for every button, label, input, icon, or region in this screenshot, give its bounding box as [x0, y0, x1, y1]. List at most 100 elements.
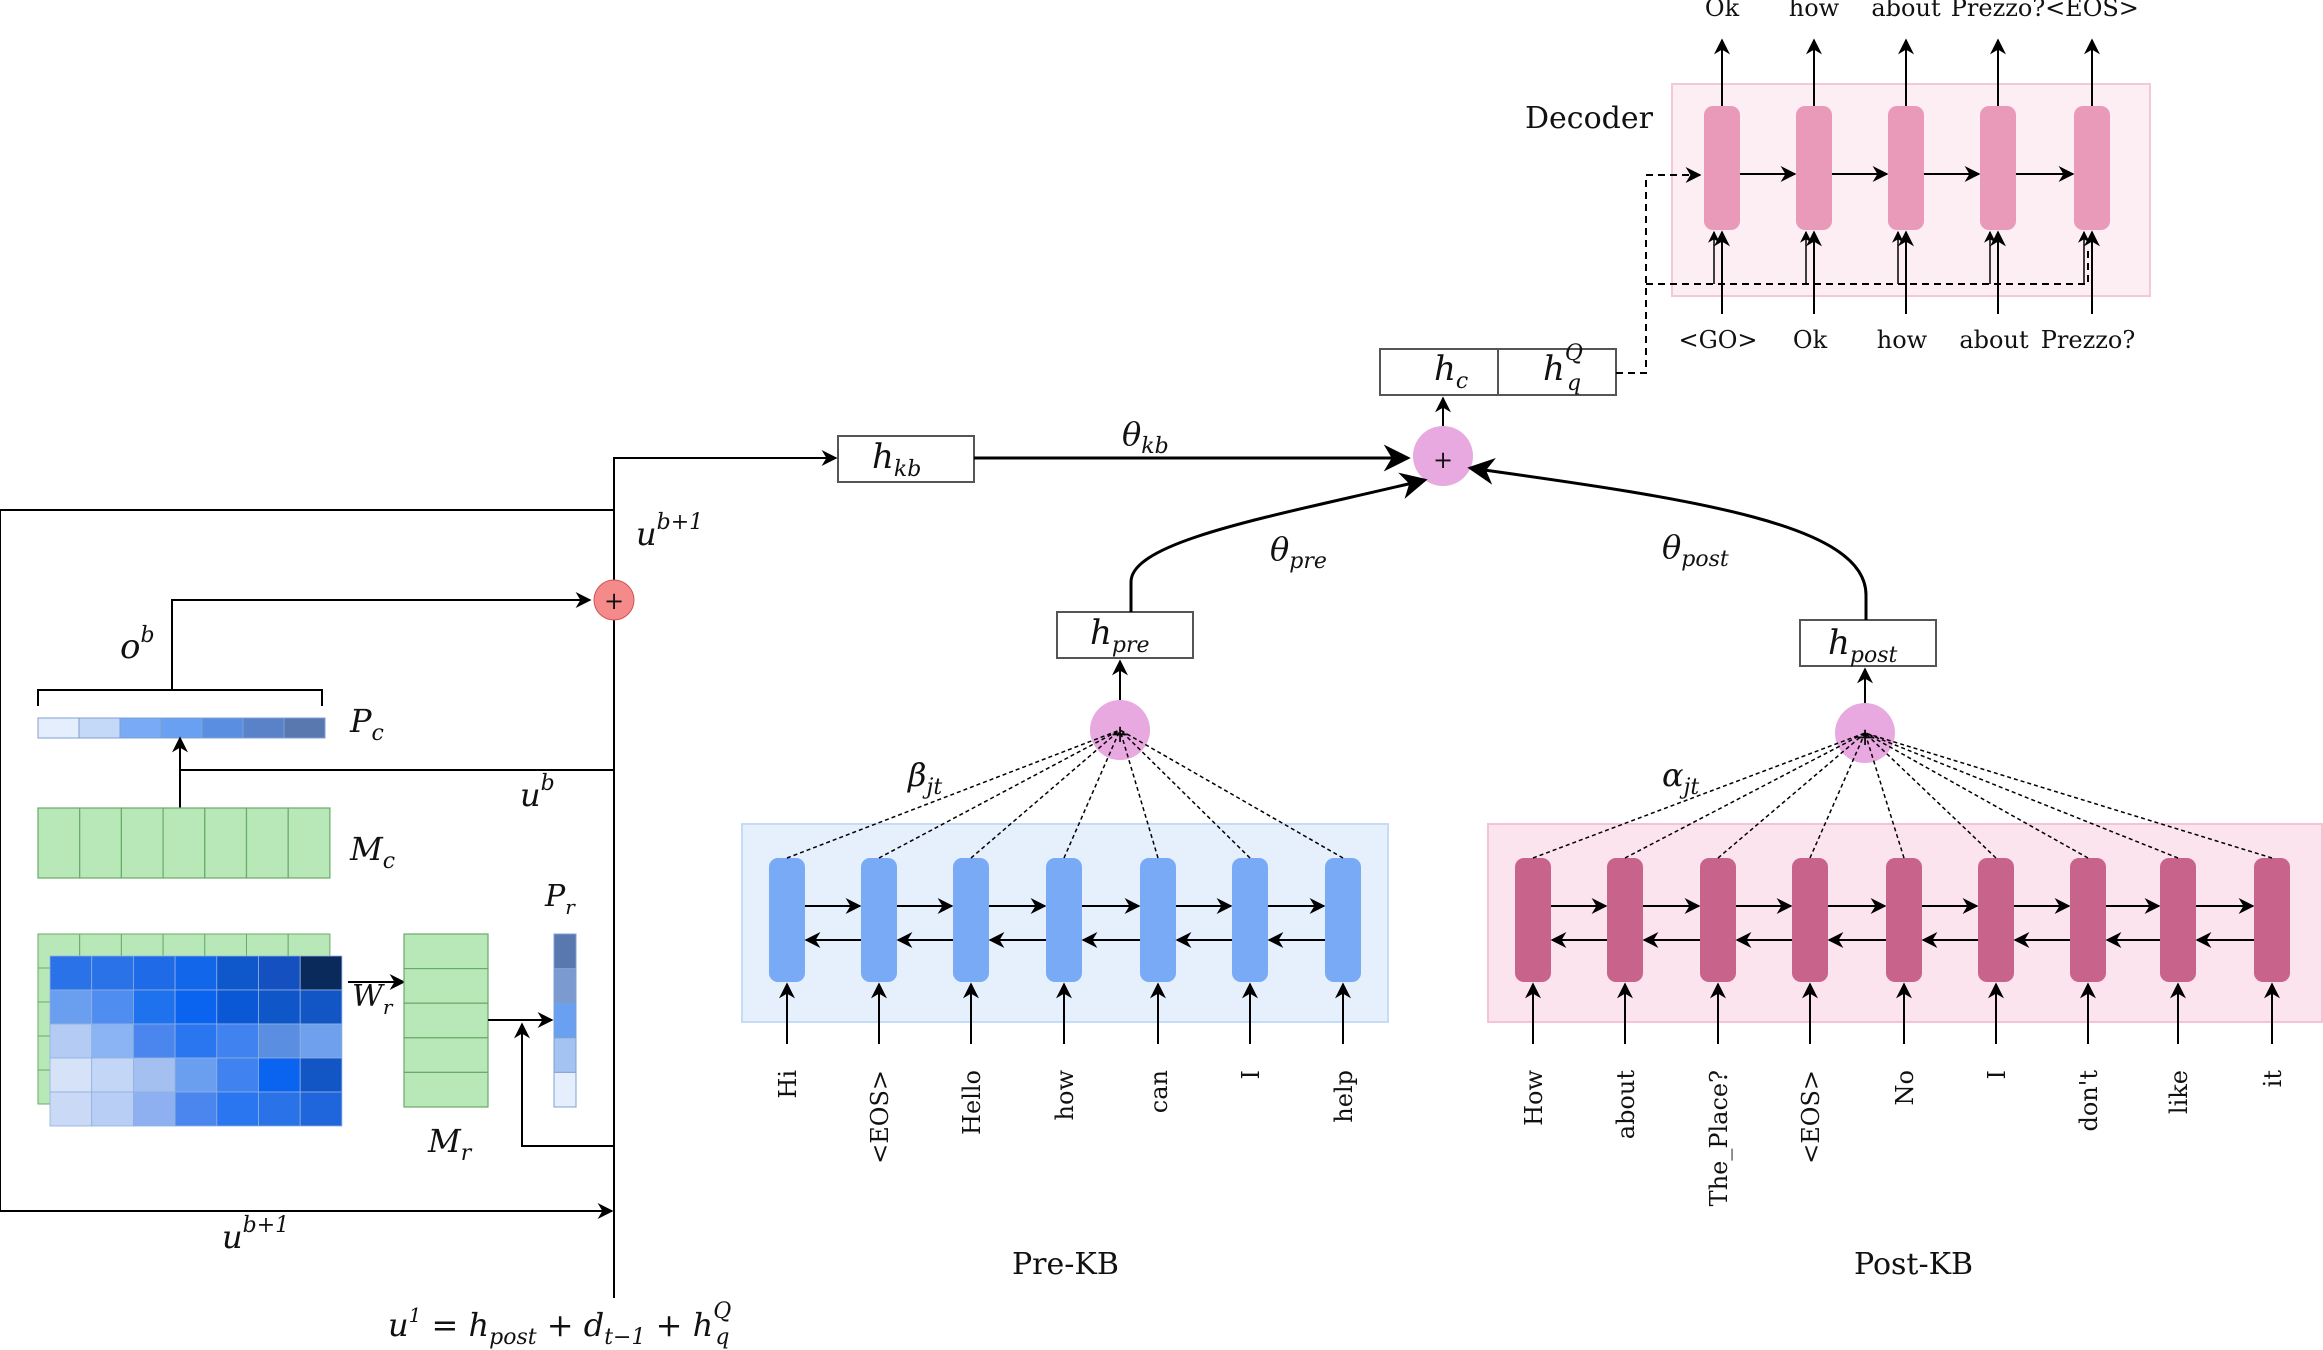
pr-cell	[553, 1037, 577, 1073]
decoder-lstm-cell	[1704, 106, 1740, 230]
pc-cell	[37, 717, 80, 739]
post-kb-attention-line	[1864, 732, 1905, 859]
mr-cell	[403, 1002, 489, 1039]
mc-memory	[37, 807, 331, 879]
heat-cell	[258, 989, 301, 1025]
memory-sum-symbol: +	[604, 587, 624, 615]
pr-vector	[553, 933, 577, 1108]
post-kb-token: I	[1983, 1070, 2011, 1079]
heat-cell	[174, 955, 218, 991]
theta-kb-label: θkb	[1122, 415, 1169, 459]
post-kb-attention-line	[1864, 732, 1997, 859]
ob-label: ob	[120, 623, 155, 667]
decoder-output-token: <EOS>	[2045, 0, 2139, 22]
post-kb-attention-line	[1864, 732, 2089, 859]
post-kb-token: about	[1612, 1070, 1640, 1140]
svg-text:+: +	[1110, 720, 1130, 748]
svg-text:+: +	[1433, 446, 1453, 474]
mr-cell	[403, 1071, 489, 1108]
heat-cell	[132, 1091, 176, 1127]
dashed-context-line	[1616, 167, 1702, 374]
post-kb-lstm-cell	[1607, 858, 1643, 982]
hpost-box: hpost	[1799, 619, 1937, 668]
pc-cell	[119, 717, 162, 739]
svg-text:+: +	[1855, 723, 1875, 751]
pc-cell	[160, 717, 203, 739]
heat-cell	[91, 955, 134, 991]
heat-cell	[299, 955, 343, 991]
hkb-box: hkb	[837, 435, 975, 483]
hpre-box: hpre	[1056, 611, 1194, 659]
decoder-lstm-cell	[1796, 106, 1832, 230]
heat-cell	[49, 1091, 93, 1127]
heat-cell	[132, 955, 176, 991]
post-kb-title: Post-KB	[1854, 1247, 1973, 1282]
post-kb-lstm-cell	[1886, 858, 1922, 982]
post-kb-lstm-cell	[1792, 858, 1828, 982]
heat-cell	[91, 1057, 134, 1093]
post-kb-lstm-cell	[1978, 858, 2014, 982]
mc-cell	[79, 807, 122, 879]
heat-cell	[299, 1091, 343, 1127]
pre-kb-token: Hello	[958, 1070, 986, 1135]
pc-cell	[201, 717, 244, 739]
decoder-input-token: how	[1877, 326, 1928, 354]
post-kb-token: No	[1891, 1070, 1919, 1105]
decoder-output-token: Ok	[1705, 0, 1740, 22]
u-b1-label-bottom: ub+1	[222, 1213, 289, 1256]
pr-cell	[553, 933, 577, 970]
mc-cell	[120, 807, 164, 879]
sum-node-top: +	[1413, 426, 1473, 486]
heat-cell	[258, 1057, 301, 1093]
theta-post-label: θpost	[1662, 528, 1729, 572]
mr-cell	[403, 1037, 489, 1074]
decoder-lstm-cell	[2074, 106, 2110, 230]
decoder-title: Decoder	[1525, 101, 1654, 136]
post-kb-lstm-cell	[2160, 858, 2196, 982]
dashed-input-line	[1646, 250, 2089, 285]
heat-cell	[174, 989, 218, 1025]
heat-cell	[91, 1091, 134, 1127]
memory-outer-loop	[0, 509, 615, 1219]
heat-cell	[174, 1057, 218, 1093]
mr-memory	[403, 933, 489, 1108]
heat-cell	[258, 1023, 301, 1059]
heat-cell	[49, 1057, 93, 1093]
heat-cell	[49, 955, 93, 991]
wr-label: Wr	[352, 979, 394, 1019]
ob-bracket	[37, 689, 323, 706]
heat-cell	[258, 955, 301, 991]
mr-cell	[403, 967, 489, 1004]
heat-cell	[132, 989, 176, 1025]
post-kb-token: like	[2165, 1070, 2193, 1114]
pre-kb-attention-line	[1119, 729, 1344, 859]
mc-cell	[245, 807, 289, 879]
post-kb-attention-line	[1809, 732, 1866, 859]
hq-cell	[1497, 348, 1617, 396]
pr-cell	[553, 968, 577, 1004]
pre-kb-lstm-cell	[1325, 858, 1361, 982]
pre-kb-lstm-cell	[953, 858, 989, 982]
arrow-hpost-to-sum	[1467, 457, 1868, 620]
mc-label: Mc	[349, 830, 395, 874]
hc-label: hc	[1434, 349, 1468, 394]
heat-cell	[216, 1091, 259, 1127]
arrow-to-hkb	[613, 450, 838, 580]
svg-text:hpre: hpre	[1090, 613, 1150, 658]
memory-network: ub+1 ub+1 + ob Pc ub Mc Wr Mr Pr	[0, 450, 838, 1350]
heat-cell	[299, 1057, 343, 1093]
arrow-ob-to-sum	[171, 592, 592, 690]
heat-cell	[91, 1023, 134, 1059]
arrow-u-to-mr	[514, 1022, 614, 1147]
decoder-input-token: Prezzo?	[2041, 326, 2135, 354]
theta-pre-label: θpre	[1270, 530, 1327, 574]
pre-kb-token: Hi	[774, 1070, 802, 1099]
heat-cell	[174, 1091, 218, 1127]
decoder-output-token: Prezzo?	[1951, 0, 2045, 22]
post-kb-token: <EOS>	[1797, 1070, 1825, 1164]
heat-cell	[91, 989, 134, 1025]
